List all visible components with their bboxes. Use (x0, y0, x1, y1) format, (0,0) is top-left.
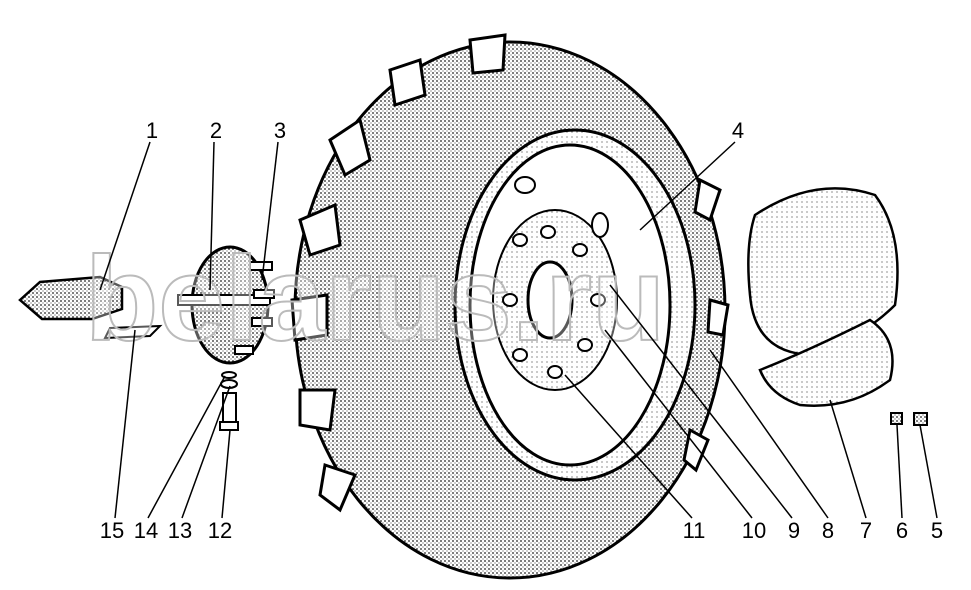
bolt-and-washers (219, 371, 239, 431)
callout-3: 3 (274, 118, 286, 143)
callout-6: 6 (896, 518, 908, 543)
callout-2: 2 (210, 118, 222, 143)
callout-10: 10 (742, 518, 766, 543)
callout-15: 15 (100, 518, 124, 543)
callout-7: 7 (860, 518, 872, 543)
bracket (18, 275, 163, 340)
nuts (890, 412, 928, 426)
wheel-disk (468, 143, 672, 467)
watermark: belarus.ru (85, 232, 665, 366)
callout-12: 12 (208, 518, 232, 543)
callout-13: 13 (168, 518, 192, 543)
callout-5: 5 (931, 518, 943, 543)
callout-9: 9 (788, 518, 800, 543)
disc-shields (747, 187, 899, 407)
callout-11: 11 (683, 518, 706, 543)
callout-1: 1 (146, 118, 158, 143)
callout-8: 8 (822, 518, 834, 543)
leader-lines (99, 141, 938, 519)
callout-4: 4 (732, 118, 744, 143)
callout-14: 14 (134, 518, 158, 543)
